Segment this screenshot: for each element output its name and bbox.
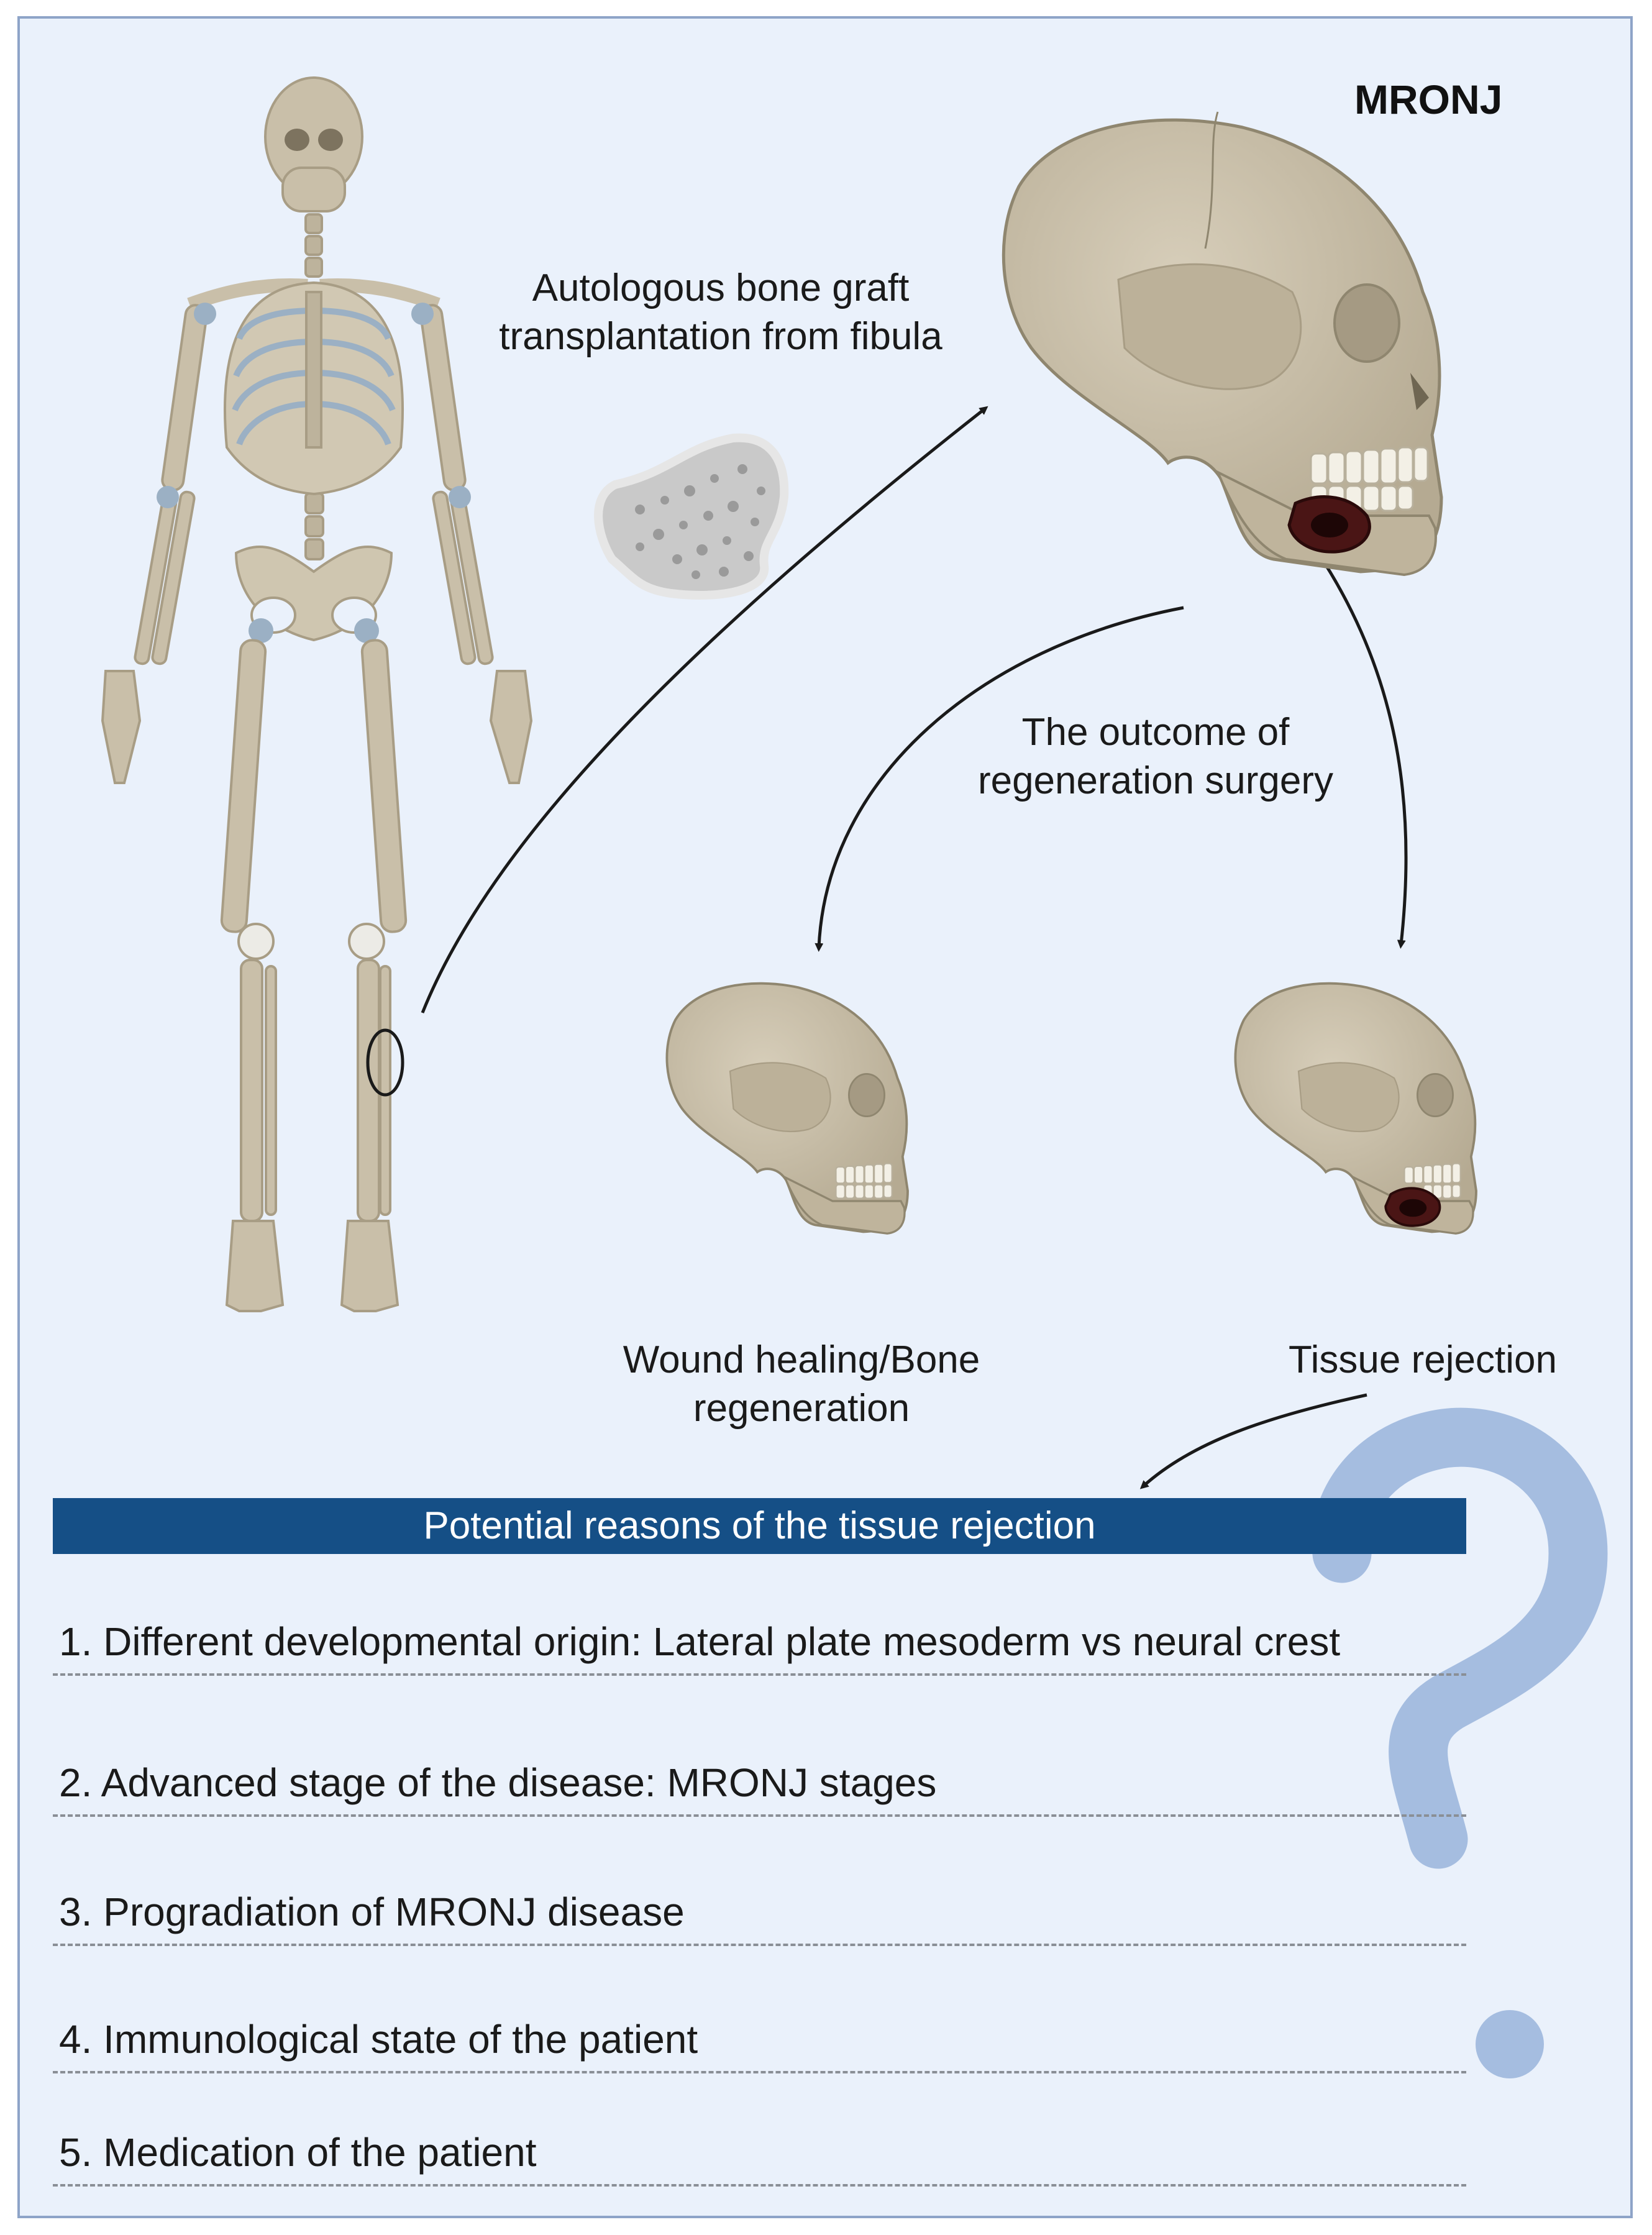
- reason-item: 1. Different developmental origin: Later…: [53, 1619, 1466, 1676]
- reason-item: 4. Immunological state of the patient: [53, 2016, 1466, 2073]
- fibula-bone-segment-icon: [594, 433, 789, 600]
- diagram-title: MRONJ: [1354, 76, 1503, 122]
- reasons-arrow: [1139, 1393, 1367, 1489]
- reason-item: 5. Medication of the patient: [53, 2129, 1466, 2187]
- healing-arrow: [815, 606, 1184, 952]
- skeleton-icon: [101, 76, 533, 1312]
- skull-with-lesion-icon-small: [1234, 982, 1477, 1235]
- question-mark-icon: [1312, 1407, 1608, 2078]
- reasons-header: Potential reasons of the tissue rejectio…: [53, 1498, 1466, 1554]
- skull-with-lesion-icon: [1002, 111, 1443, 577]
- rejection-outcome-label: Tissue rejection: [1289, 1338, 1557, 1381]
- reason-item: 3. Progradiation of MRONJ disease: [53, 1889, 1466, 1946]
- outcome-label: The outcome of regeneration surgery: [977, 711, 1334, 802]
- graft-arrow: [421, 406, 988, 1013]
- healing-outcome-label: Wound healing/Bone regeneration: [623, 1338, 980, 1430]
- reason-item: 2. Advanced stage of the disease: MRONJ …: [53, 1760, 1466, 1817]
- rejection-arrow: [1312, 546, 1408, 949]
- skull-healed-icon: [665, 982, 909, 1235]
- arrows: [421, 406, 1408, 1489]
- graft-label: Autologous bone graft transplantation fr…: [499, 267, 942, 358]
